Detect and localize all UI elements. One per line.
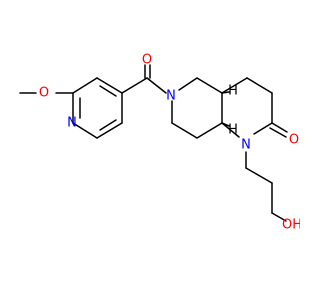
- bond-upper-ring-1: [178, 77, 198, 91]
- hydroxyl-label: OH: [282, 218, 300, 233]
- bond-lactam-2: [246, 77, 273, 94]
- ring-nitrogen-label: N: [241, 138, 251, 153]
- bond-layer: [19, 64, 288, 222]
- methoxy-oxygen-label: O: [39, 86, 49, 101]
- bond-chain-2: [245, 167, 273, 184]
- double-bond-pyridine-1: [99, 85, 117, 97]
- bond-lactam-carbonyl-2: [269, 127, 287, 138]
- amide-nitrogen-label: N: [166, 89, 176, 104]
- bond-upper-ring-4: [196, 122, 223, 139]
- bond-upper-ring-5: [171, 122, 198, 139]
- bond-lactam-1: [221, 77, 248, 94]
- stereo-bond-top: [221, 91, 230, 94]
- bond-pyridine-5: [72, 122, 98, 139]
- bond-pyridine-2: [96, 77, 123, 94]
- bond-lactam-5: [221, 122, 240, 138]
- bond-pyridine-4: [96, 122, 123, 139]
- bond-lactam-4: [253, 122, 273, 135]
- pyridine-nitrogen-label: N: [67, 116, 77, 131]
- bond-carbonyl-n: [146, 77, 167, 94]
- bond-upper-ring-2: [196, 77, 223, 94]
- double-bond-pyridine-2: [99, 119, 117, 131]
- chemical-structure: O N O N N O OH H H: [19, 53, 300, 233]
- bond-pyridine-carbonyl: [121, 77, 148, 94]
- bond-pyridine-1: [72, 77, 98, 94]
- atom-label-layer: O N O N N O OH H H: [39, 53, 300, 233]
- lactam-oxygen-label: O: [289, 133, 299, 148]
- stereo-h-bottom-label: H: [228, 123, 238, 138]
- stereo-bond-bottom: [221, 122, 230, 127]
- bond-chain-4: [271, 212, 287, 222]
- carbonyl-oxygen-label: O: [142, 53, 152, 68]
- stereo-h-top-label: H: [228, 84, 238, 99]
- bond-lactam-carbonyl-1: [271, 122, 288, 133]
